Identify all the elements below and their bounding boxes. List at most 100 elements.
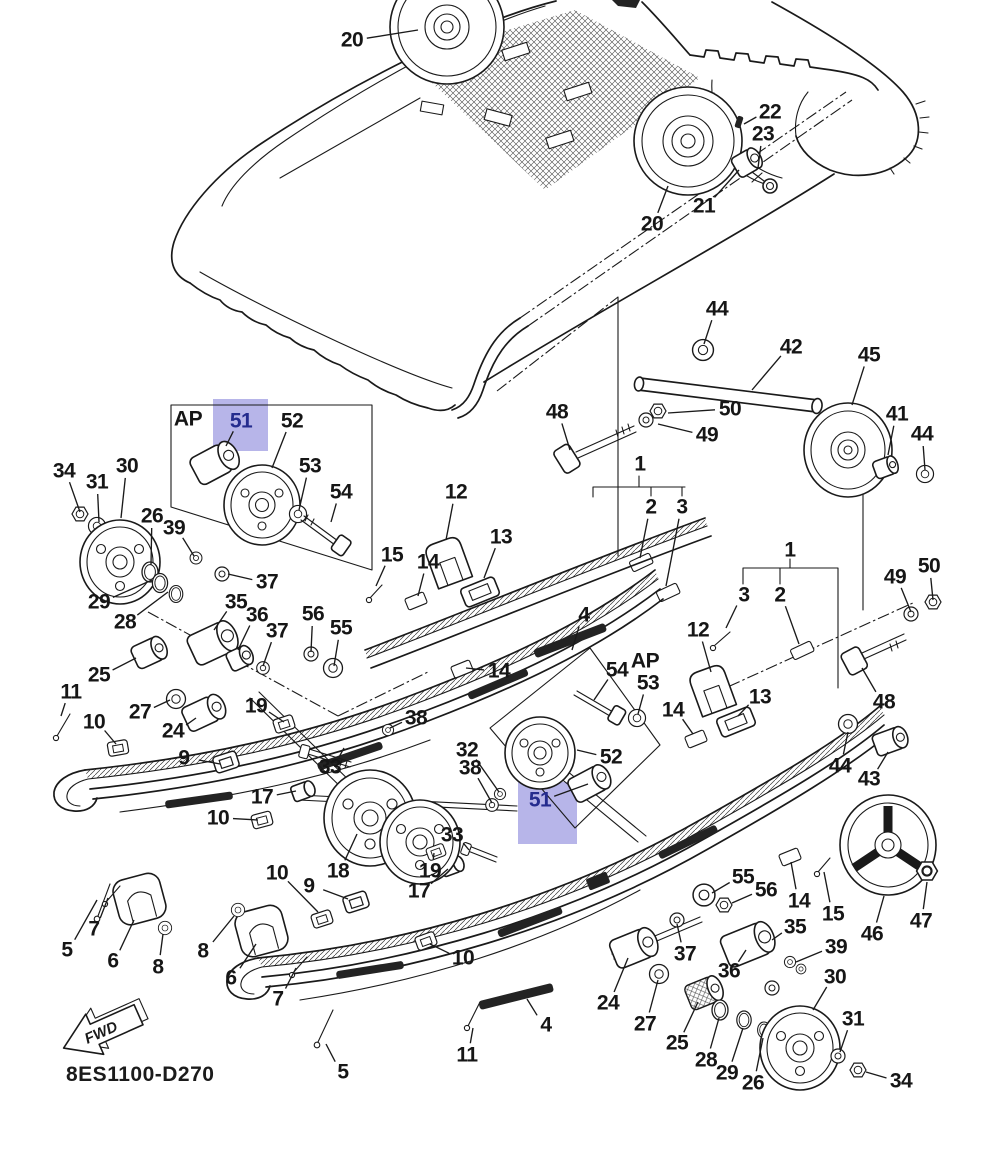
part-label-10: 10 [451,946,475,970]
leader-line-28 [136,591,169,616]
callout-bracket-1-2-3-top [592,475,686,498]
slide-rail-left [53,517,712,813]
part-label-6: 6 [107,949,119,973]
leader-line-4 [571,626,580,651]
leader-line-39 [795,950,823,963]
cap-nut-47 [915,861,939,881]
part-label-8: 8 [152,955,164,979]
leader-line-28 [709,1017,720,1049]
part-label-14: 14 [487,659,511,683]
part-label-44: 44 [705,297,729,321]
part-label-14: 14 [661,698,685,722]
track-assembly [170,0,930,419]
leader-line-27 [153,699,171,709]
part-label-3: 3 [738,583,750,607]
bolt-54-center [573,690,627,726]
needle-bolt-5a [93,883,111,923]
leader-line-5 [325,1043,336,1063]
leader-line-54 [330,503,337,523]
fwd-marker: FWD [62,998,149,1056]
part-label-19: 19 [244,694,268,718]
center-suspension [52,536,703,960]
part-label-7: 7 [88,917,100,941]
wear-strip-4 [533,623,607,658]
leader-line-52 [576,749,597,756]
part-label-2: 2 [774,583,786,607]
leader-line-6 [119,919,135,951]
leader-line-35 [213,611,228,631]
leader-line-38 [389,721,403,729]
part-label-49: 49 [695,423,719,447]
part-label-3: 3 [676,495,688,519]
part-label-24: 24 [161,719,185,743]
needle-bolt-5b [313,1009,334,1049]
sprocket-wheel-20-right [633,86,743,196]
leader-line-30 [120,477,126,519]
leader-line-8 [159,933,164,956]
roller-24 [181,693,227,732]
leader-line-14 [465,667,485,671]
needle-bolt-15-rear [813,857,831,878]
wear-strip-4b [478,983,554,1010]
part-label-49: 49 [883,565,907,589]
leader-line-36 [737,949,747,963]
leader-line-10 [104,730,117,745]
leader-line-19 [432,852,435,860]
roller-35-rear [719,920,776,968]
part-label-33: 33 [318,755,342,779]
part-label-28: 28 [113,610,137,634]
leader-line-17 [430,868,449,885]
bolt-54 [300,514,352,557]
part-label-21: 21 [692,194,716,218]
rear-axle-group [553,338,935,602]
clamp-14-rear [778,847,802,867]
part-label-37: 37 [673,942,697,966]
right-rail-assembly [684,558,942,896]
guide-block-12 [425,536,501,608]
bolt-23 [751,171,778,194]
guide-block-12-right [689,664,757,738]
leader-line-44 [922,445,926,471]
part-label-4: 4 [540,1013,552,1037]
part-label-10: 10 [82,710,106,734]
leader-line-50 [930,577,934,601]
part-label-35: 35 [783,915,807,939]
highlight-region [518,782,577,844]
part-label-54: 54 [605,658,629,682]
wheel-30-left [79,519,161,605]
needle-bolt-3 [709,631,731,652]
leader-line-26 [755,1037,764,1072]
roller-24-rear [608,926,659,969]
leader-line-44 [703,319,713,345]
part-label-52: 52 [280,409,304,433]
part-label-36: 36 [717,959,741,983]
part-label-15: 15 [380,543,404,567]
leader-line-2 [784,605,800,645]
block-6b [234,904,289,958]
sleeve-36 [225,644,255,672]
part-label-30: 30 [115,454,139,478]
part-label-46: 46 [860,922,884,946]
leader-line-56 [310,625,313,653]
part-label-31: 31 [841,1007,865,1031]
leader-line-49 [900,587,912,613]
sprocket-wheel-20-top [389,0,505,85]
part-label-24: 24 [596,991,620,1015]
leader-line-32 [475,759,500,793]
clamp-14b [450,659,474,679]
leader-line-5 [74,899,98,941]
part-label-4: 4 [578,603,590,627]
part-label-45: 45 [857,343,881,367]
part-label-37: 37 [255,570,279,594]
cropped-artifact [612,0,640,8]
leader-line-11 [469,1027,474,1044]
leader-line-4 [526,998,538,1016]
part-label-9: 9 [303,874,315,898]
bushing-43 [871,725,909,757]
part-label-50: 50 [718,397,742,421]
leader-line-35 [771,932,783,941]
leader-line-15 [375,565,386,587]
bolt-48 [553,423,637,474]
leader-line-25 [112,657,137,671]
needle-bolt-15 [365,584,383,604]
